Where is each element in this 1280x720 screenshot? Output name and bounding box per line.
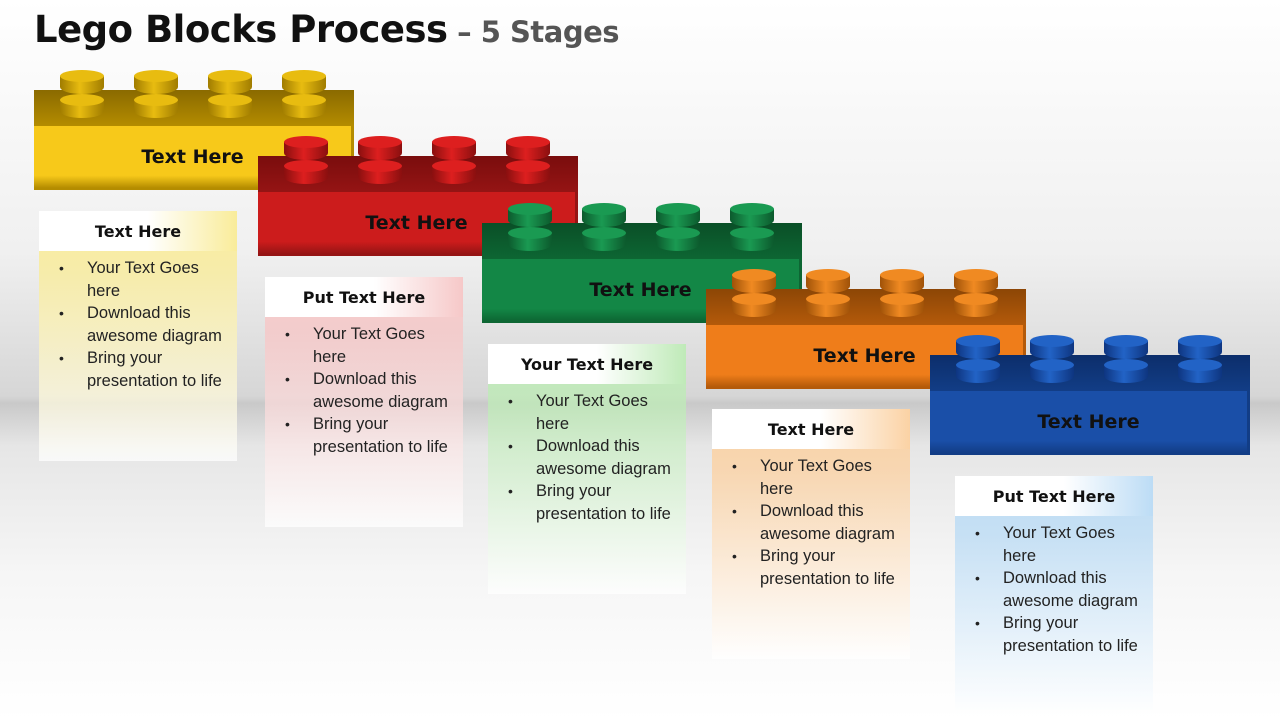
list-item: Bring your presentation to life bbox=[508, 480, 678, 525]
brick-stud bbox=[732, 269, 776, 299]
brick-stud bbox=[282, 94, 326, 124]
list-item: Download this awesome diagram bbox=[975, 567, 1145, 612]
info-card: Put Text Here Your Text Goes here Downlo… bbox=[955, 476, 1153, 716]
card-heading: Put Text Here bbox=[265, 277, 463, 317]
brick-stud bbox=[1030, 359, 1074, 389]
brick-stud bbox=[582, 227, 626, 257]
brick-stud bbox=[208, 94, 252, 124]
list-item: Your Text Goes here bbox=[285, 323, 455, 368]
brick-stud bbox=[880, 293, 924, 323]
brick-stud bbox=[284, 136, 328, 166]
brick-stud bbox=[282, 70, 326, 100]
brick-stud bbox=[60, 94, 104, 124]
brick-stud bbox=[582, 203, 626, 233]
card-heading: Your Text Here bbox=[488, 344, 686, 384]
brick-stud bbox=[656, 227, 700, 257]
brick-stud bbox=[954, 293, 998, 323]
brick-stud bbox=[730, 227, 774, 257]
brick-stud bbox=[1104, 335, 1148, 365]
brick-stud bbox=[1178, 359, 1222, 389]
brick-stud bbox=[508, 227, 552, 257]
brick-stud bbox=[508, 203, 552, 233]
card-list: Your Text Goes here Download this awesom… bbox=[488, 384, 686, 535]
brick-stud bbox=[656, 203, 700, 233]
brick-stud bbox=[880, 269, 924, 299]
brick-stud bbox=[1178, 335, 1222, 365]
list-item: Bring your presentation to life bbox=[975, 612, 1145, 657]
list-item: Your Text Goes here bbox=[732, 455, 902, 500]
brick-stud bbox=[134, 94, 178, 124]
list-item: Bring your presentation to life bbox=[285, 413, 455, 458]
card-list: Your Text Goes here Download this awesom… bbox=[712, 449, 910, 600]
page-title: Lego Blocks Process – 5 Stages bbox=[34, 8, 620, 51]
lego-brick-blue: Text Here bbox=[930, 335, 1250, 455]
list-item: Your Text Goes here bbox=[975, 522, 1145, 567]
card-heading: Put Text Here bbox=[955, 476, 1153, 516]
title-main: Lego Blocks Process bbox=[34, 8, 448, 51]
list-item: Download this awesome diagram bbox=[732, 500, 902, 545]
card-list: Your Text Goes here Download this awesom… bbox=[955, 516, 1153, 667]
brick-stud bbox=[506, 160, 550, 190]
list-item: Bring your presentation to life bbox=[732, 545, 902, 590]
brick-stud bbox=[730, 203, 774, 233]
info-card: Put Text Here Your Text Goes here Downlo… bbox=[265, 277, 463, 527]
brick-stud bbox=[506, 136, 550, 166]
brick-stud bbox=[956, 359, 1000, 389]
info-card: Text Here Your Text Goes here Download t… bbox=[39, 211, 237, 461]
card-heading: Text Here bbox=[712, 409, 910, 449]
brick-stud bbox=[208, 70, 252, 100]
info-card: Your Text Here Your Text Goes here Downl… bbox=[488, 344, 686, 594]
title-sub: 5 Stages bbox=[480, 15, 620, 49]
list-item: Download this awesome diagram bbox=[59, 302, 229, 347]
brick-stud bbox=[954, 269, 998, 299]
brick-stud bbox=[358, 160, 402, 190]
brick-stud bbox=[358, 136, 402, 166]
brick-stud bbox=[1104, 359, 1148, 389]
brick-stud bbox=[60, 70, 104, 100]
list-item: Bring your presentation to life bbox=[59, 347, 229, 392]
list-item: Download this awesome diagram bbox=[285, 368, 455, 413]
brick-stud bbox=[806, 293, 850, 323]
brick-stud bbox=[1030, 335, 1074, 365]
title-dash: – bbox=[447, 15, 481, 49]
brick-stud bbox=[806, 269, 850, 299]
info-card: Text Here Your Text Goes here Download t… bbox=[712, 409, 910, 659]
brick-label: Text Here bbox=[930, 391, 1250, 455]
brick-stud bbox=[732, 293, 776, 323]
brick-stud bbox=[956, 335, 1000, 365]
brick-stud bbox=[284, 160, 328, 190]
card-list: Your Text Goes here Download this awesom… bbox=[265, 317, 463, 468]
list-item: Download this awesome diagram bbox=[508, 435, 678, 480]
card-heading: Text Here bbox=[39, 211, 237, 251]
lego-brick-green: Text Here bbox=[482, 203, 802, 323]
brick-stud bbox=[432, 136, 476, 166]
brick-stud bbox=[134, 70, 178, 100]
card-list: Your Text Goes here Download this awesom… bbox=[39, 251, 237, 402]
list-item: Your Text Goes here bbox=[508, 390, 678, 435]
list-item: Your Text Goes here bbox=[59, 257, 229, 302]
brick-stud bbox=[432, 160, 476, 190]
